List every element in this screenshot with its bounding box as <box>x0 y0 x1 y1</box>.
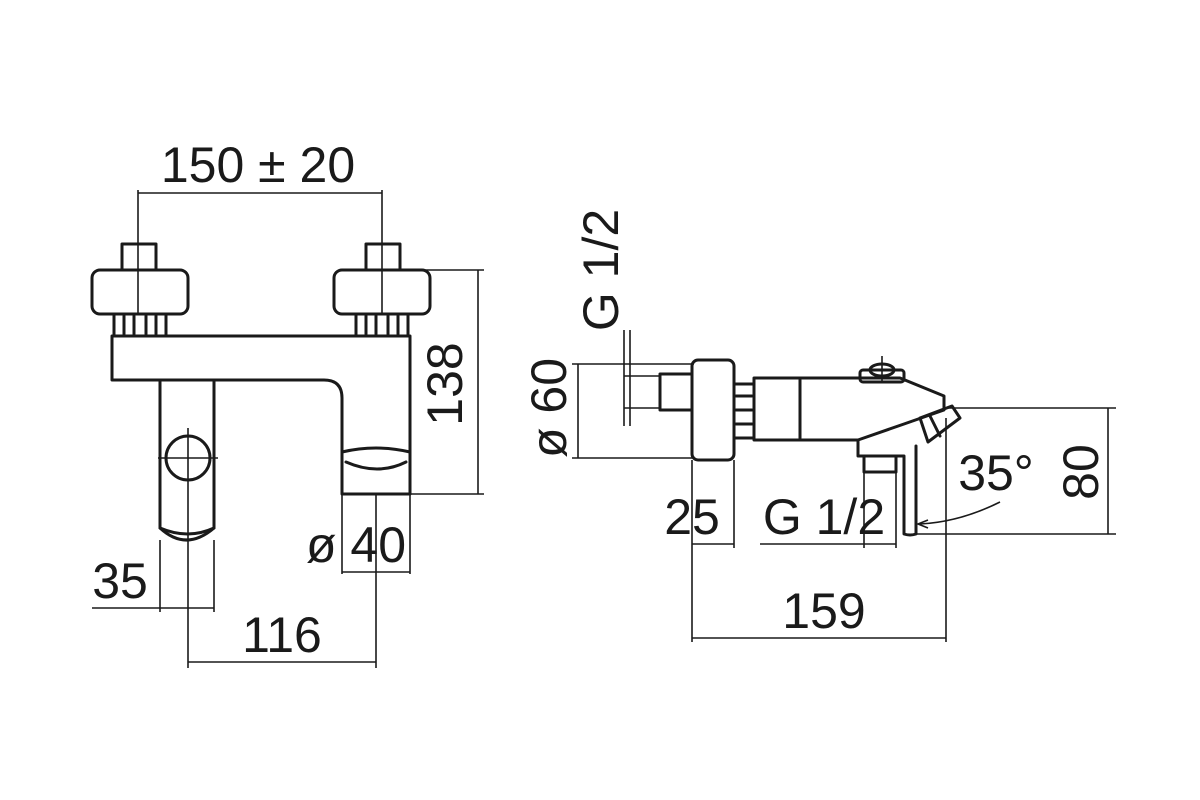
spout-diameter-label: ø 40 <box>306 517 406 573</box>
angle-arc <box>915 501 1001 529</box>
offset-dimension <box>92 540 215 612</box>
height-dimension-front <box>400 269 484 495</box>
height-dimension-side <box>916 407 1116 535</box>
side-body <box>752 376 946 442</box>
front-view <box>90 190 484 668</box>
body-diameter-dimension <box>572 363 694 459</box>
right-connector <box>332 242 432 338</box>
depth-dimension <box>692 418 947 642</box>
top-knob <box>858 356 906 384</box>
body-diameter-label: ø 60 <box>521 358 577 458</box>
thread-bottom-dimension <box>760 472 897 548</box>
wall-rosette <box>690 358 736 462</box>
spout-outlet <box>340 446 412 668</box>
mixer-body <box>110 334 412 496</box>
side-spout <box>856 438 918 537</box>
spacing-dimension <box>137 190 383 315</box>
height-front-label: 138 <box>417 342 473 425</box>
bottom-thread <box>862 454 898 474</box>
side-lever <box>918 404 962 444</box>
thread-bottom-label: G 1/2 <box>763 489 885 545</box>
depth-label: 159 <box>782 583 865 639</box>
left-connector <box>90 242 190 338</box>
connector-nut <box>732 382 756 440</box>
wall-depth-label: 25 <box>664 489 720 545</box>
angle-label: 35° <box>958 445 1034 501</box>
spout-distance-dimension <box>187 488 376 668</box>
height-side-label: 80 <box>1053 444 1109 500</box>
thread-top-label: G 1/2 <box>573 209 629 331</box>
wall-stub <box>658 372 694 412</box>
wall-depth-dimension <box>691 460 735 642</box>
offset-label: 35 <box>92 553 148 609</box>
side-view <box>572 330 1116 642</box>
spacing-label: 150 ± 20 <box>161 137 355 193</box>
thread-top-dimension <box>623 330 660 426</box>
spout-distance-label: 116 <box>242 607 322 663</box>
